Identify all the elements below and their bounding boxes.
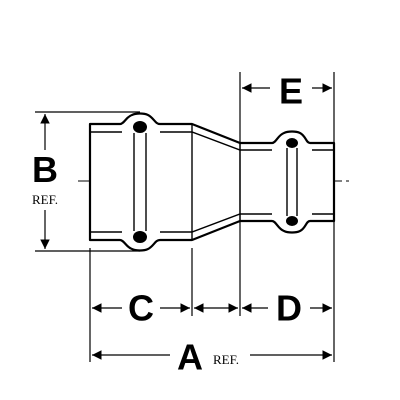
large-end-seals	[133, 121, 147, 243]
label-b-ref: REF.	[32, 192, 58, 207]
dimension-e: E	[242, 71, 332, 112]
label-a-ref: REF.	[213, 352, 239, 367]
label-a: A	[177, 337, 203, 378]
label-d: D	[276, 288, 302, 329]
label-c: C	[128, 288, 154, 329]
label-e: E	[279, 71, 303, 112]
dimension-a: A REF.	[92, 337, 332, 378]
dimension-d: D	[194, 288, 332, 329]
dimension-c: C	[92, 288, 190, 329]
dimension-b: B REF.	[32, 114, 58, 249]
label-b: B	[32, 149, 58, 190]
extension-lines	[35, 72, 335, 362]
small-end-seals	[286, 138, 298, 226]
